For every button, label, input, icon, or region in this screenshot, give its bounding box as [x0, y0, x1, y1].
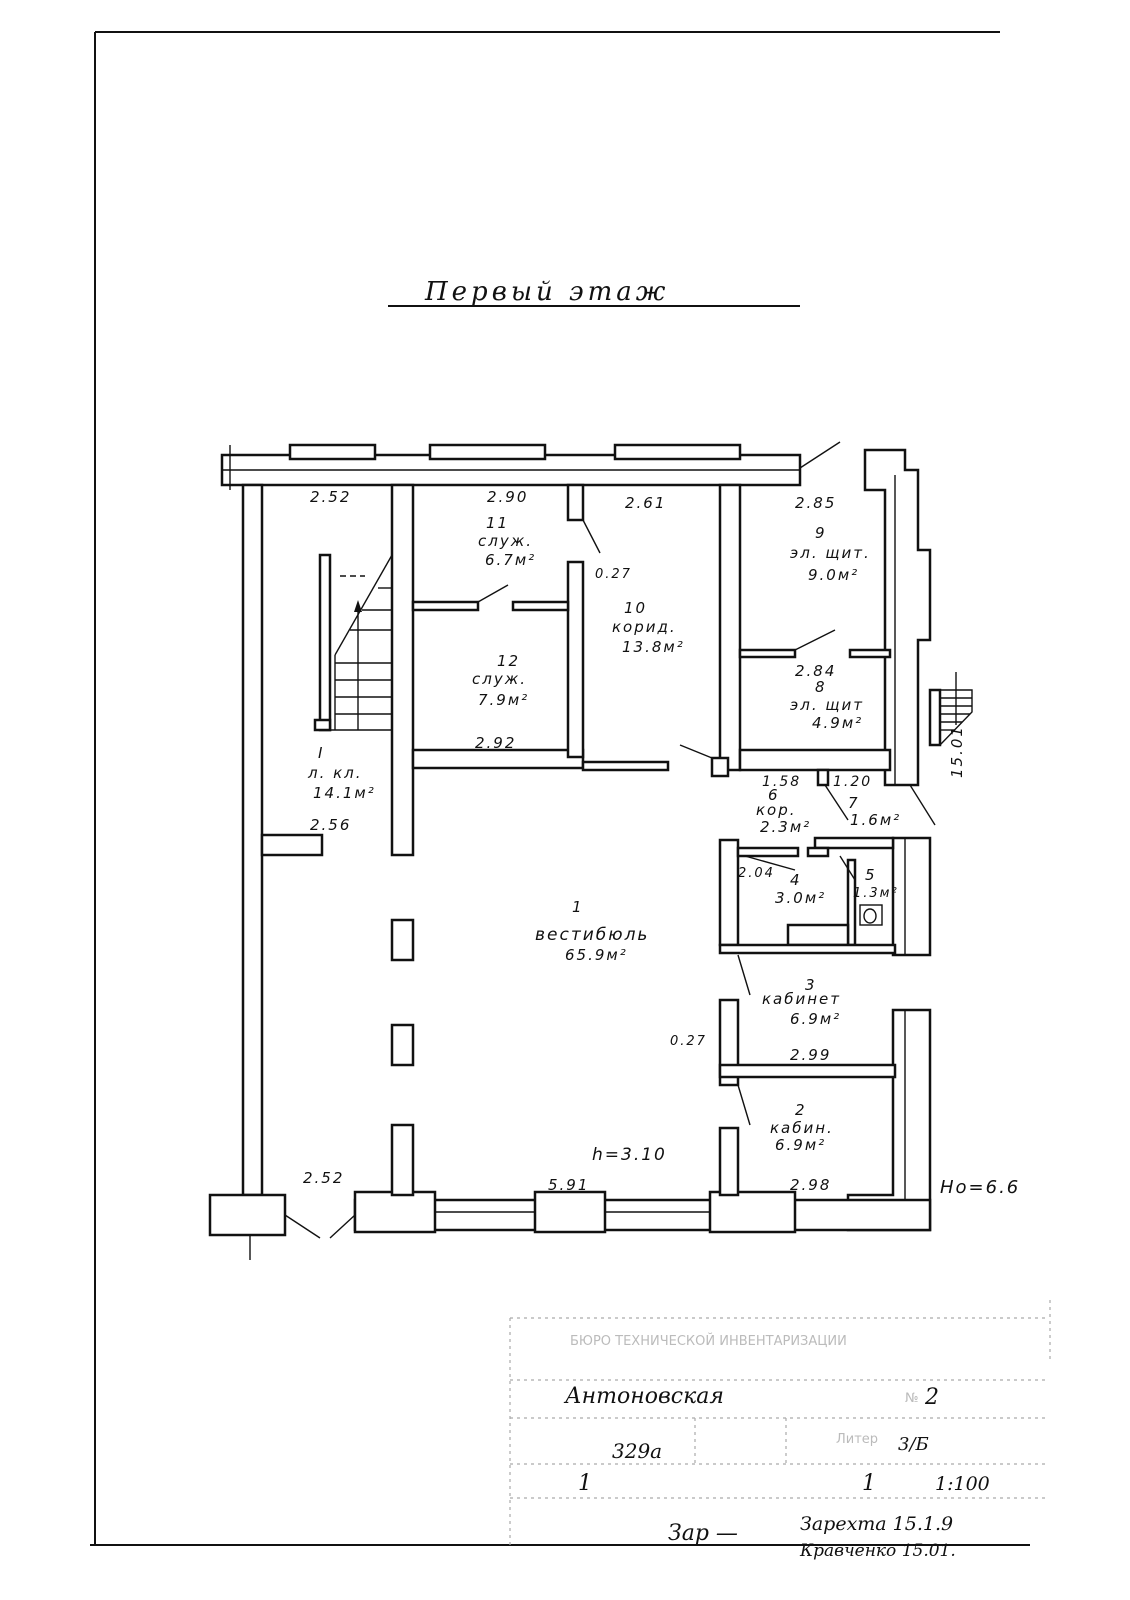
stamp-signature-1: Зарехта 15.1.9 [800, 1513, 953, 1535]
room-labels: I л. кл. 14.1м² 1 вестибюль 65.9м² 2 каб… [307, 514, 901, 1154]
room-num: 3 [805, 976, 817, 994]
room-area: 1.6м² [850, 811, 901, 829]
stamp-block: 329а [612, 1439, 662, 1463]
stamp-note: Зар — [668, 1521, 738, 1546]
stamp-signature-2: Кравченко 15.01. [799, 1541, 956, 1561]
room-area: 9.0м² [808, 566, 859, 584]
room-area: 7.9м² [478, 691, 529, 709]
room-area: 14.1м² [313, 784, 376, 802]
room-name: кор. [756, 801, 797, 819]
room-name: служ. [472, 670, 527, 688]
stamp-sheets: 1 [862, 1471, 876, 1496]
dimension: 2.90 [487, 488, 528, 506]
room-name: эл. щит [790, 696, 864, 714]
dimension: 0.27 [595, 567, 632, 582]
dimension: 2.98 [790, 1176, 831, 1194]
room-num: 9 [815, 524, 827, 542]
stamp-street: Антоновская [563, 1384, 724, 1409]
sheet-frame [90, 31, 1030, 1546]
dimension: 2.84 [795, 662, 836, 680]
dimension: 0.27 [670, 1034, 707, 1049]
room-area: 6.7м² [485, 551, 536, 569]
room-area: 6.9м² [775, 1136, 826, 1154]
room-num: 11 [486, 514, 509, 532]
dimension: 1.58 [762, 774, 801, 790]
room-name: вестибюль [535, 925, 649, 945]
dimension: 2.52 [303, 1169, 344, 1187]
dimension: 2.92 [475, 734, 516, 752]
dimension: 1.20 [833, 774, 872, 790]
room-area: 6.9м² [790, 1010, 841, 1028]
room-area: 13.8м² [622, 638, 685, 656]
room-area: 4.9м² [812, 714, 863, 732]
plan-title: Первый этаж [424, 277, 669, 307]
dimension: 2.99 [790, 1046, 831, 1064]
staircase [313, 553, 393, 732]
dimension: 2.56 [310, 816, 351, 834]
stair-arrow-icon [354, 600, 362, 612]
room-area: 2.3м² [760, 818, 811, 836]
svg-text:№: № [905, 1391, 919, 1406]
room-area: 1.3м² [853, 886, 899, 901]
room-name: служ. [478, 532, 533, 550]
stamp-header: БЮРО ТЕХНИЧЕСКОЙ ИНВЕНТАРИЗАЦИИ [570, 1333, 847, 1349]
room-num: 7 [848, 794, 860, 812]
stamp-house-no: 2 [924, 1385, 939, 1410]
walls [208, 441, 973, 1260]
stamp-scale: 1:100 [935, 1473, 990, 1495]
room-name: кабинет [762, 990, 841, 1008]
dimension: 2.52 [310, 488, 351, 506]
room-num: 2 [795, 1101, 807, 1119]
room-num: 4 [790, 871, 802, 889]
room-num: 6 [768, 786, 780, 804]
toilet-icon [863, 908, 877, 924]
room-name: эл. щит. [790, 544, 871, 562]
dimension: 2.85 [795, 494, 836, 512]
dimension: 15.01 [948, 725, 966, 778]
room-num: 12 [497, 652, 520, 670]
dimension: 2.61 [625, 494, 666, 512]
dimension: 2.04 [738, 866, 775, 881]
title-block: БЮРО ТЕХНИЧЕСКОЙ ИНВЕНТАРИЗАЦИИ Антоновс… [509, 1300, 1051, 1561]
room-num: I [318, 744, 324, 762]
dimension: 5.91 [548, 1176, 589, 1194]
room-num: 5 [865, 866, 877, 884]
room-num: 1 [572, 898, 584, 916]
room-area: 65.9м² [565, 946, 628, 964]
ceiling-height: h=3.10 [592, 1145, 667, 1165]
room-num: 8 [815, 678, 827, 696]
room-area: 3.0м² [775, 889, 826, 907]
dimension-labels: 2.52 2.90 2.61 2.85 0.27 2.84 2.92 2.56 … [303, 488, 1020, 1198]
room-name: корид. [612, 618, 677, 636]
stamp-sheet: 1 [578, 1471, 592, 1496]
room-name: кабин. [770, 1119, 834, 1137]
room-num: 10 [624, 599, 647, 617]
svg-text:Литер: Литер [836, 1432, 878, 1447]
stamp-liter: 3/Б [898, 1434, 929, 1455]
room-name: л. кл. [307, 764, 363, 782]
elevation-mark: Hо=6.6 [940, 1177, 1020, 1198]
